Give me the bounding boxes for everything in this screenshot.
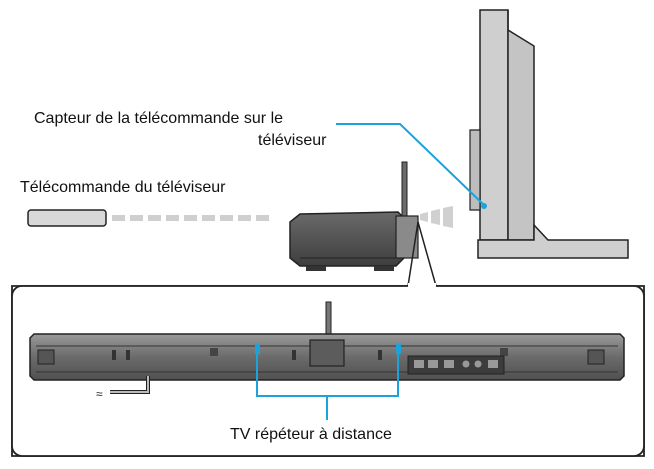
tv-side-view (469, 9, 629, 259)
sensor-callout-line (336, 123, 485, 206)
soundbar-side-view (289, 161, 419, 271)
svg-text:≈: ≈ (96, 387, 103, 401)
zoom-connector-lines (407, 221, 437, 287)
tv-sensor-label-line1: Capteur de la télécommande sur le (34, 110, 284, 127)
inset-notch (408, 283, 436, 289)
tv-remote-illustration (27, 209, 107, 227)
tv-sensor-label-line2: téléviseur (258, 132, 327, 149)
remote-ir-signal-dashes (112, 215, 269, 221)
repeater-ir-signal (420, 206, 453, 228)
tv-repeater-label: TV répéteur à distance (230, 426, 392, 443)
tv-remote-label: Télécommande du téléviseur (20, 179, 226, 196)
soundbar-rear-view: ≈ (29, 301, 625, 401)
